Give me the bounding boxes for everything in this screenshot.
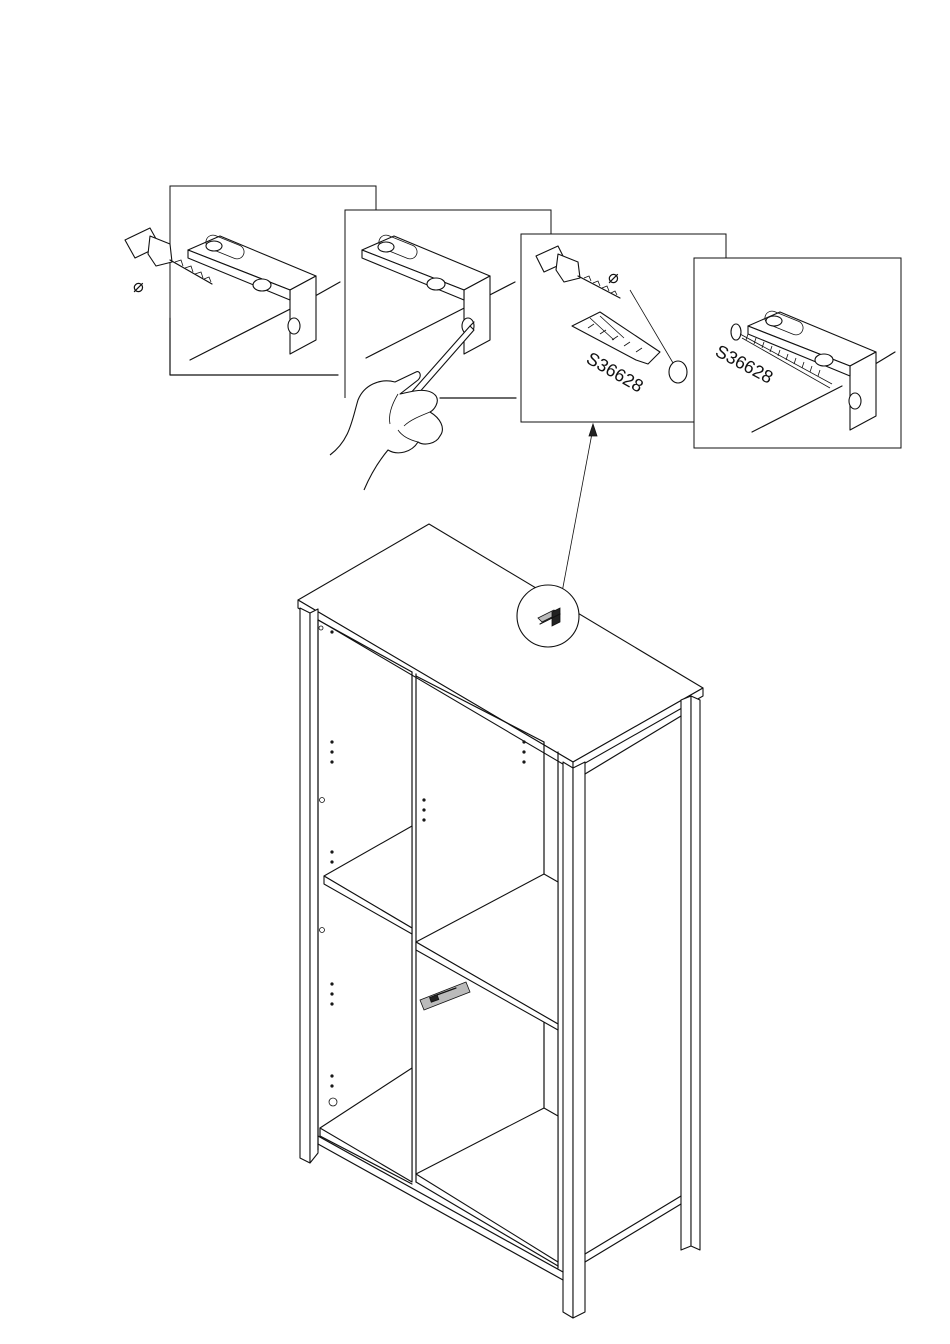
hinge-icon — [420, 982, 470, 1010]
diameter-symbol: ⌀ — [608, 267, 619, 288]
wall-hole — [669, 361, 687, 383]
step-panel-fasten-screw: S36628 — [694, 258, 901, 448]
step-panel-mark-wall — [330, 210, 551, 490]
bracket-detail — [517, 585, 579, 647]
step-panel-drill-hole: ⌀ — [125, 186, 376, 375]
callout-arrow — [560, 424, 597, 603]
diameter-symbol: ⌀ — [133, 276, 144, 297]
cabinet-icon — [298, 524, 703, 1318]
